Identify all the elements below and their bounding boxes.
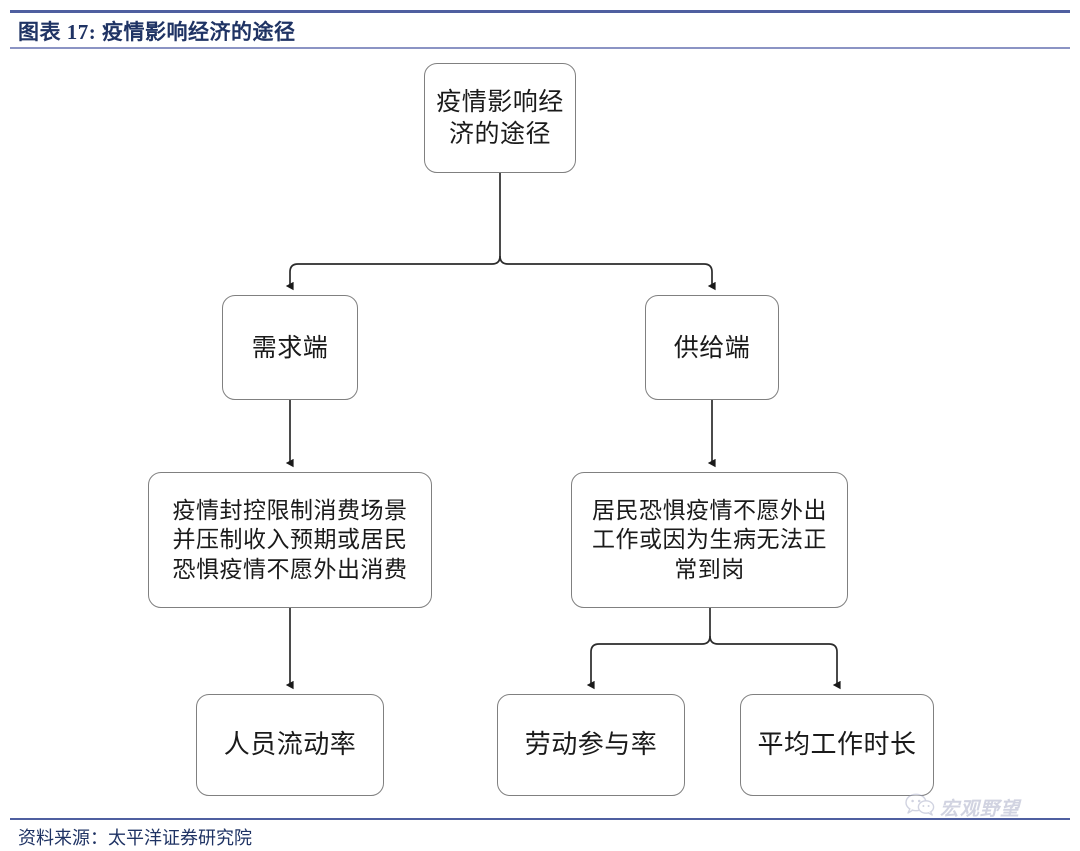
node-root[interactable]: 疫情影响经 济的途径 [424, 63, 576, 173]
header-rule-top [10, 10, 1070, 13]
source-note: 资料来源：太平洋证券研究院 [18, 828, 252, 848]
node-labor-participation-rate[interactable]: 劳动参与率 [497, 694, 685, 796]
node-demand-detail-label: 疫情封控限制消费场景 并压制收入预期或居民 恐惧疫情不愿外出消费 [172, 496, 408, 582]
flowchart-canvas: 疫情影响经 济的途径 需求端 供给端 疫情封控限制消费场景 并压制收入预期或居民… [0, 50, 1080, 812]
node-root-label: 疫情影响经 济的途径 [436, 88, 564, 148]
node-personnel-mobility-rate-label: 人员流动率 [223, 729, 357, 760]
chart-header: 图表 17: 疫情影响经济的途径 [0, 0, 1080, 50]
footer-rule [10, 818, 1070, 820]
node-labor-participation-rate-label: 劳动参与率 [524, 729, 658, 760]
flowchart-connectors [285, 173, 841, 690]
node-demand-side-label: 需求端 [251, 333, 329, 362]
node-supply-side[interactable]: 供给端 [645, 295, 779, 400]
chart-footer: 资料来源：太平洋证券研究院 [0, 812, 1080, 851]
node-average-working-hours[interactable]: 平均工作时长 [740, 694, 934, 796]
page-title: 图表 17: 疫情影响经济的途径 [18, 20, 296, 44]
node-demand-side[interactable]: 需求端 [222, 295, 358, 400]
node-supply-side-label: 供给端 [673, 333, 751, 362]
header-rule-bottom [10, 47, 1070, 49]
edge-detail-to-hours [709, 635, 841, 690]
node-personnel-mobility-rate[interactable]: 人员流动率 [196, 694, 384, 796]
edge-root-to-demand [285, 255, 501, 291]
node-supply-detail[interactable]: 居民恐惧疫情不愿外出 工作或因为生病无法正 常到岗 [571, 472, 848, 608]
node-supply-detail-label: 居民恐惧疫情不愿外出 工作或因为生病无法正 常到岗 [592, 496, 827, 582]
edge-detail-to-labor [586, 635, 711, 690]
node-average-working-hours-label: 平均工作时长 [757, 729, 917, 760]
node-demand-detail[interactable]: 疫情封控限制消费场景 并压制收入预期或居民 恐惧疫情不愿外出消费 [148, 472, 432, 608]
edge-root-to-supply [499, 255, 716, 291]
